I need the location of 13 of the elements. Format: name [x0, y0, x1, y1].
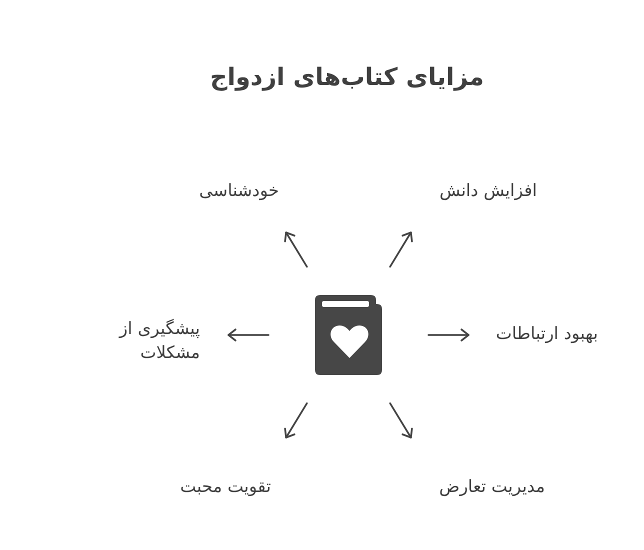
arrow — [284, 402, 308, 438]
benefit-text: تقویت محبت — [180, 476, 271, 500]
arrow — [284, 232, 308, 268]
benefit-text: بهبود ارتباطات — [496, 323, 598, 347]
arrow — [428, 328, 470, 342]
benefit-text: پیشگیری از مشکلات — [85, 318, 200, 366]
benefit-text: افزایش دانش — [440, 180, 537, 204]
benefit-text: مدیریت تعارض — [439, 476, 545, 500]
arrow — [228, 328, 270, 342]
title: مزایای کتاب‌های ازدواج — [210, 62, 484, 93]
benefit-text: خودشناسی — [199, 180, 279, 204]
arrow — [389, 232, 413, 268]
arrow — [389, 402, 413, 438]
